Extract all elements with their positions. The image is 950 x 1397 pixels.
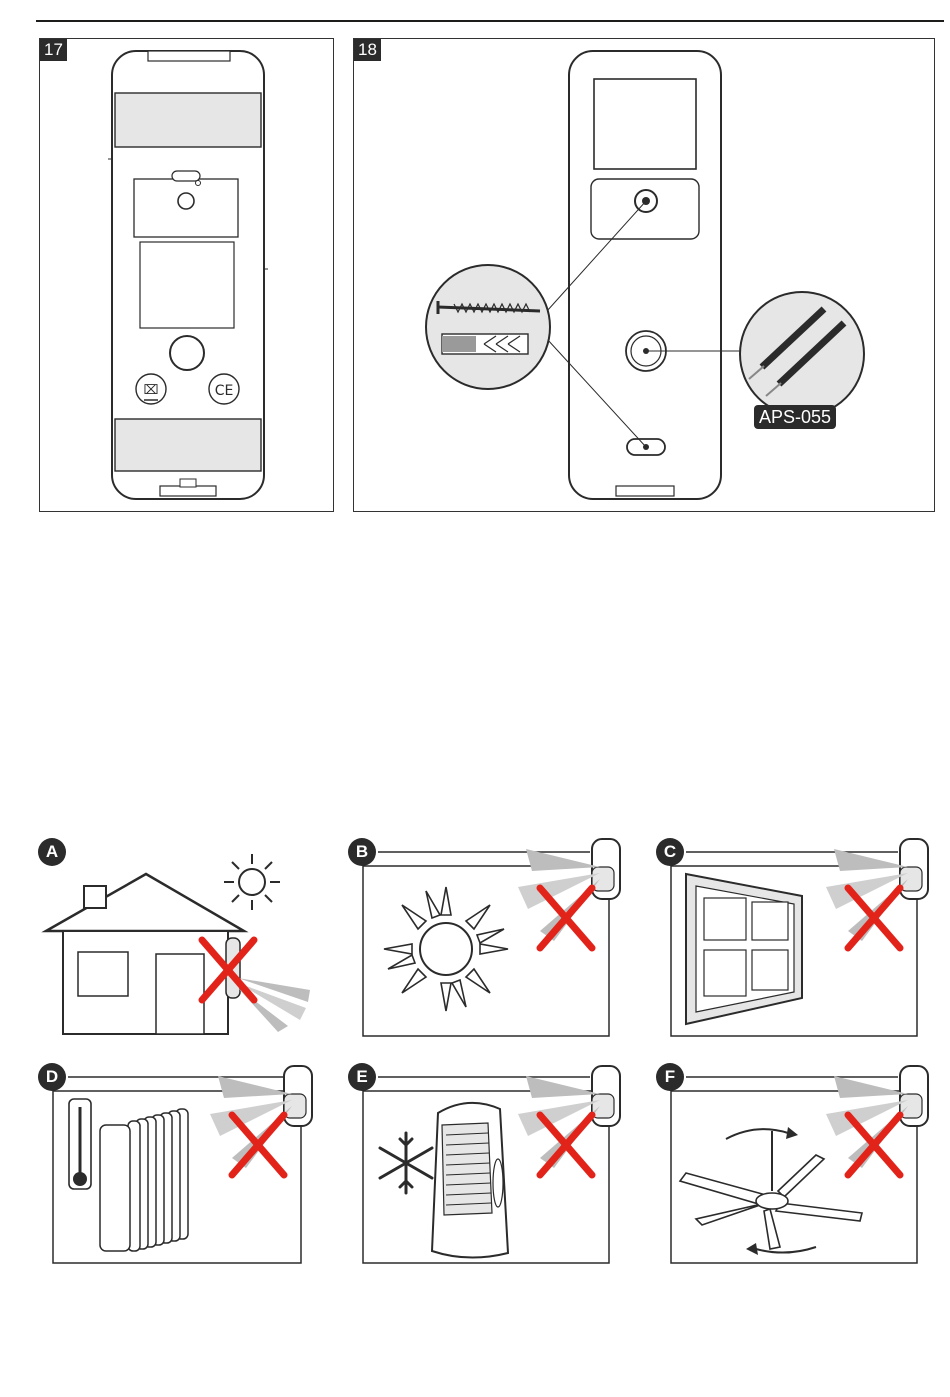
scene-e: E: [348, 1063, 638, 1268]
enclosure-front-drawing: [354, 39, 936, 513]
scene-a: A: [38, 838, 318, 1038]
svg-text:CE: CE: [215, 383, 234, 399]
ceiling-fan-icon: [656, 1063, 946, 1268]
figure-18-panel: 18 APS-055: [353, 38, 935, 512]
window-icon: [656, 836, 946, 1041]
scene-d: D: [38, 1063, 318, 1268]
header-rule: [36, 20, 944, 22]
svg-text:⌧: ⌧: [144, 383, 159, 398]
cable-label: APS-055: [754, 405, 836, 429]
scene-c: C: [656, 836, 946, 1041]
scene-b: B: [348, 836, 638, 1041]
scene-f: F: [656, 1063, 946, 1268]
enclosure-back-drawing: ⌧ CE: [40, 39, 335, 513]
figure-17-panel: 17 ⌧ CE: [39, 38, 334, 512]
sun-icon: [348, 836, 638, 1041]
radiator-icon: [38, 1063, 318, 1268]
air-conditioner-icon: [348, 1063, 638, 1268]
house-sun-icon: [38, 838, 318, 1038]
